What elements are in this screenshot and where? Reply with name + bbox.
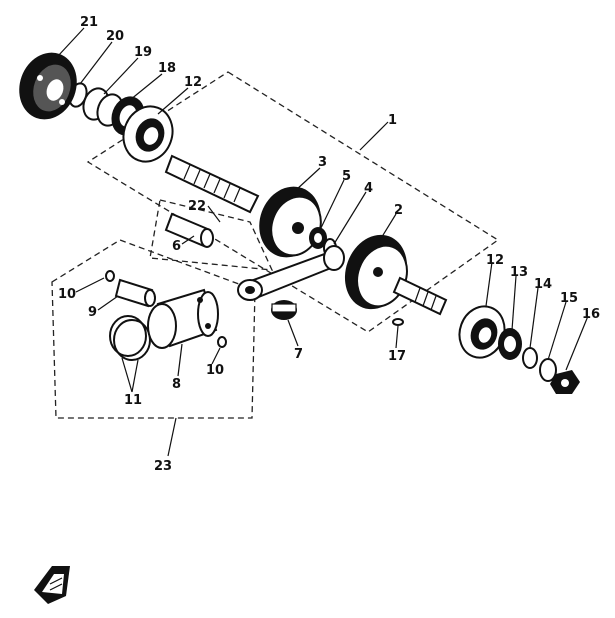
- callout-18: 18: [158, 61, 176, 76]
- part-9-piston-pin: [114, 278, 156, 308]
- connecting-rod: [237, 245, 345, 301]
- part-16-nut: [550, 370, 580, 394]
- part-12-bearing-left: [122, 105, 174, 163]
- callout-14: 14: [534, 277, 552, 292]
- crank-shaft-right: [392, 276, 448, 316]
- callout-8: 8: [172, 377, 181, 392]
- callout-1: 1: [388, 113, 397, 128]
- callout-15: 15: [560, 291, 578, 306]
- part-8-piston: [147, 288, 219, 349]
- part-2-crank-web: [344, 234, 408, 310]
- callout-11: 11: [124, 393, 142, 408]
- callout-22: 22: [188, 199, 206, 214]
- callout-5: 5: [342, 169, 351, 184]
- callout-2: 2: [394, 203, 403, 218]
- crank-shaft-left: [164, 154, 260, 214]
- callout-21: 21: [80, 15, 98, 30]
- front-arrow-icon: [34, 566, 70, 604]
- callout-13: 13: [510, 265, 528, 280]
- callout-6: 6: [172, 239, 181, 254]
- leader-lines: [57, 27, 589, 457]
- part-10-circlip-left: [105, 270, 115, 282]
- callout-19: 19: [134, 45, 152, 60]
- part-15-washer: [539, 358, 557, 382]
- part-3-crank-web: [259, 186, 322, 258]
- part-5-crank-pin: [309, 227, 327, 249]
- callout-labels: 21 20 19 18 12 1 3 5 4 2 22 6 12 13 14 1…: [58, 15, 600, 474]
- callout-4: 4: [364, 181, 373, 196]
- piston-assembly-outline: [51, 239, 256, 419]
- callout-17: 17: [388, 349, 406, 364]
- part-6-pin: [164, 212, 214, 248]
- callout-10-right: 10: [206, 363, 224, 378]
- callout-16: 16: [582, 307, 600, 322]
- part-17-key: [392, 318, 404, 326]
- callout-9: 9: [88, 305, 97, 320]
- small-end-bearing-outline: [149, 199, 274, 271]
- part-10-circlip-right: [217, 336, 227, 348]
- callout-12-top: 12: [184, 75, 202, 90]
- part-12-bearing-right: [458, 305, 506, 359]
- callout-12-bottom: 12: [486, 253, 504, 268]
- callout-20: 20: [106, 29, 124, 44]
- part-21-cover: [19, 52, 77, 120]
- part-13-seal: [498, 328, 522, 360]
- callout-3: 3: [318, 155, 327, 170]
- callout-23: 23: [154, 459, 172, 474]
- part-7-needle-bearing: [271, 300, 297, 320]
- callout-10-left: 10: [58, 287, 76, 302]
- callout-7: 7: [294, 347, 303, 362]
- part-11-piston-rings: [109, 315, 151, 361]
- part-14-washer: [522, 347, 538, 369]
